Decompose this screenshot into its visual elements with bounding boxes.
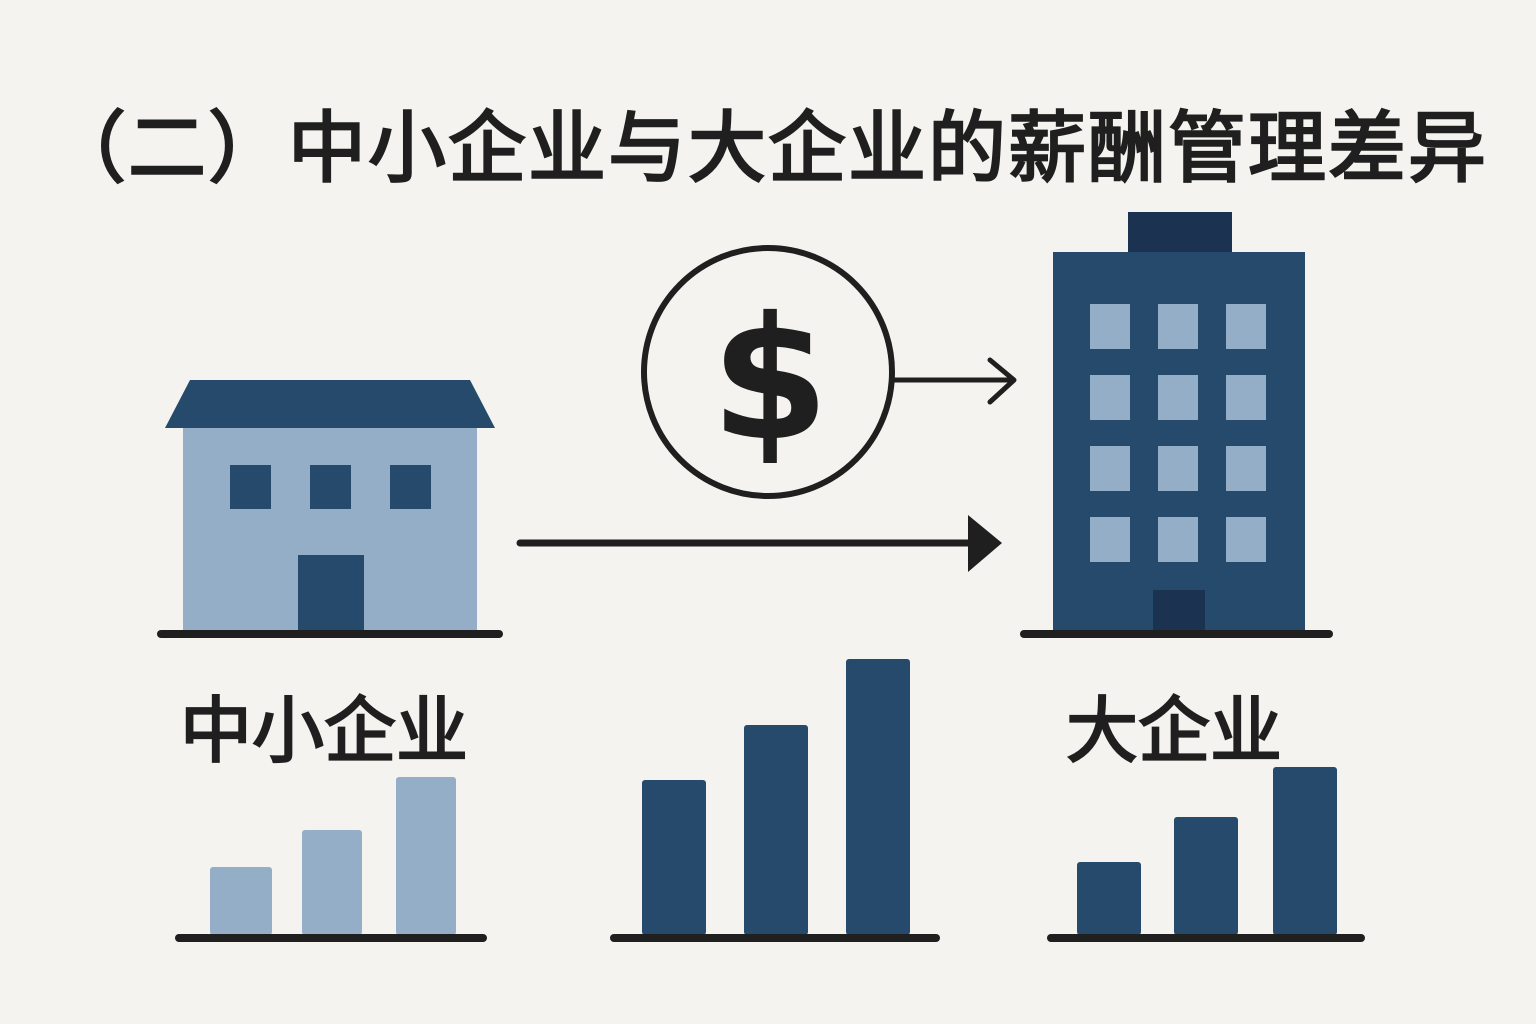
house-building-icon xyxy=(157,380,503,638)
large-enterprise-label: 大企业 xyxy=(1066,689,1283,773)
small-bar-icon xyxy=(175,777,487,942)
office-tower-icon xyxy=(1020,212,1333,638)
small-to-large-arrow xyxy=(516,515,1002,572)
dollar-coin-icon: $ xyxy=(641,245,895,499)
svg-text:$: $ xyxy=(711,281,829,479)
page-title: （二）中小企业与大企业的薪酬管理差异 xyxy=(47,104,1488,194)
coin-to-tower-arrow xyxy=(892,357,1017,405)
middle-bar-icon xyxy=(610,659,940,942)
large-bar-icon xyxy=(1047,767,1365,942)
small-enterprise-label: 中小企业 xyxy=(180,689,469,773)
